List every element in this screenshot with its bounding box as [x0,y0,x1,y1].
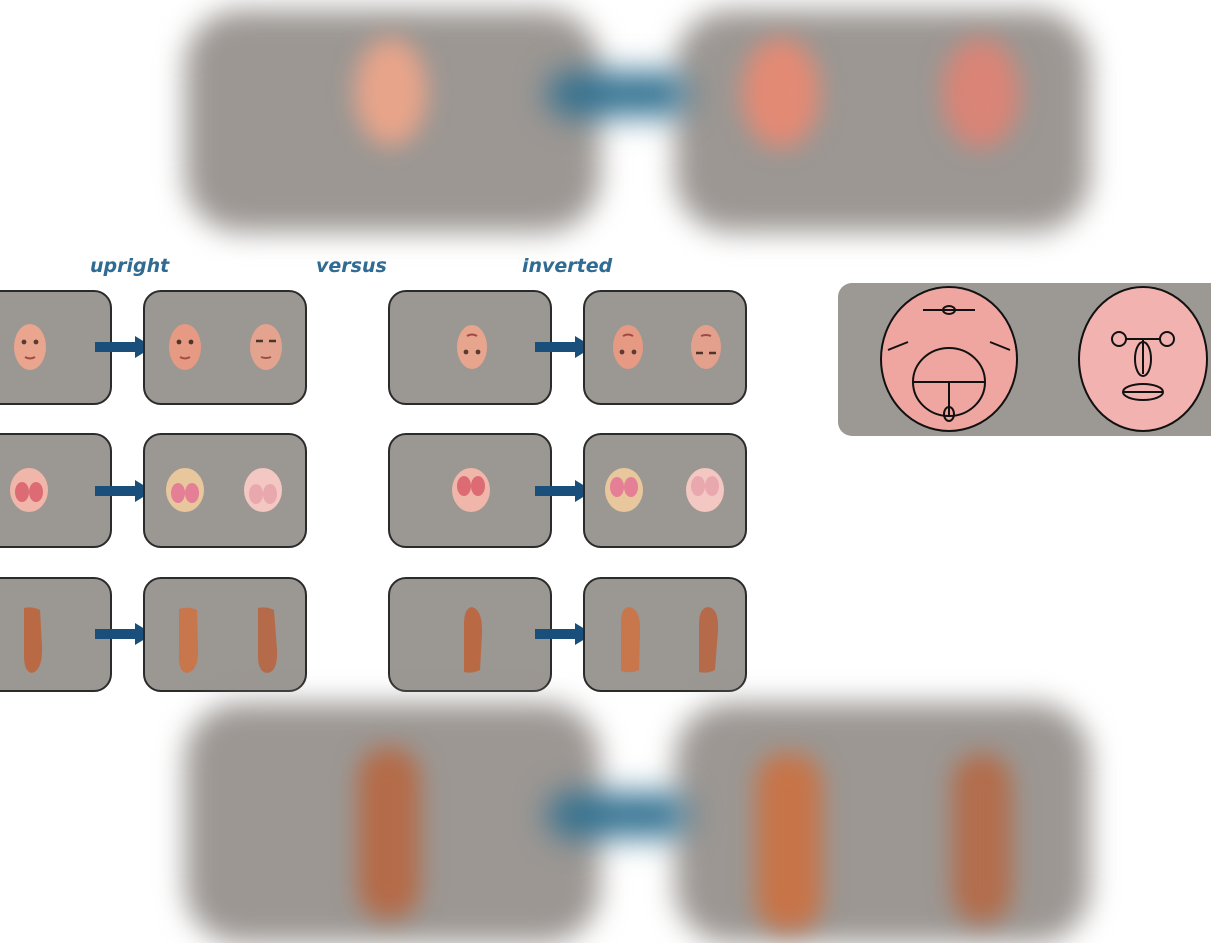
face-upright-sample [14,324,46,370]
body-inverted-choice-1 [605,468,643,512]
face-upright-choice-1 [169,324,201,370]
arrow-right-icon [95,623,153,645]
top-zoom-face-sample [355,38,427,146]
bottom-zoom-choice-panel [675,703,1090,943]
face-upright-choice-2 [250,324,282,370]
foot-upright-sample [24,607,43,673]
top-zoom-choice-panel [675,10,1090,232]
bottom-zoom-arrow [548,793,688,837]
body-upright-choice-2 [244,468,282,512]
face-inverted-choice-2 [691,325,721,369]
foot-upright-choice-2 [258,607,278,673]
top-zoom-face-choice-2 [942,38,1020,148]
body-upright-sample [10,468,48,512]
inverted-foot-choice-panel [583,577,747,692]
arrow-right-icon [95,336,153,358]
body-upright-choice-1 [166,468,204,512]
bottom-zoom-band [0,695,1211,943]
face-schematic-inverted-icon [880,286,1018,432]
face-inverted-sample [457,325,487,369]
arrow-right-icon [535,480,593,502]
body-inverted-choice-2 [686,468,724,512]
label-inverted: inverted [522,255,613,277]
face-inverted-choice-1 [613,325,643,369]
upright-foot-choice-panel [143,577,307,692]
top-zoom-face-choice-1 [742,38,820,148]
foot-upright-choice-1 [178,607,199,673]
arrow-right-icon [535,623,593,645]
arrow-right-icon [535,336,593,358]
bottom-zoom-foot-choice-2 [952,753,1012,923]
top-zoom-band [0,0,1211,245]
label-upright: upright [90,255,170,277]
bottom-zoom-foot-sample [358,747,420,919]
body-inverted-sample [452,468,490,512]
foot-inverted-choice-2 [699,607,719,673]
foot-inverted-choice-1 [620,607,641,673]
upright-foot-sample-panel [0,577,112,692]
top-zoom-arrow [548,72,688,116]
foot-inverted-sample [464,607,483,673]
label-versus: versus [316,255,387,277]
face-schematic-upright-icon [1078,286,1208,432]
bottom-zoom-foot-choice-1 [756,753,822,931]
arrow-right-icon [95,480,153,502]
